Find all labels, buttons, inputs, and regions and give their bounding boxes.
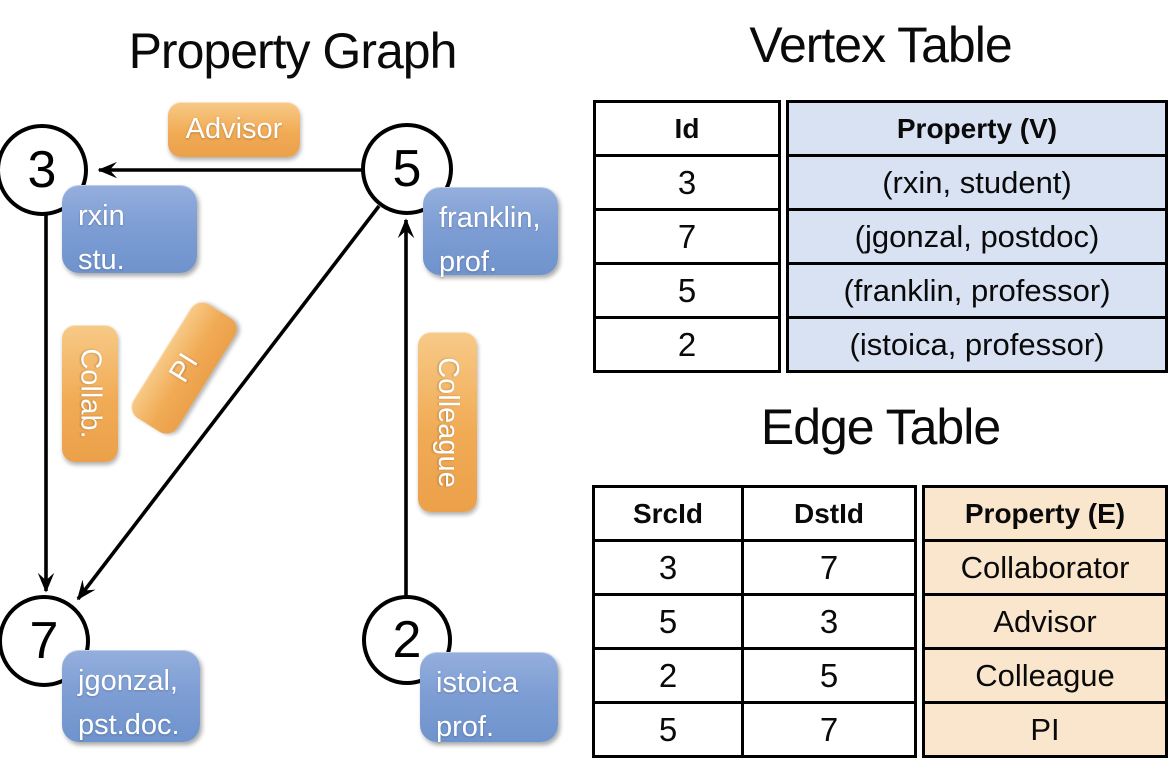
node-property-jgonzal-line1: jgonzal,	[78, 665, 178, 697]
vertex-node-2: 2	[362, 595, 452, 685]
vertex-node-7-id: 7	[29, 612, 59, 670]
table-row: 2 5	[595, 647, 914, 701]
table-row: Property (V)	[789, 103, 1165, 154]
edge-src-cell: 5	[658, 710, 678, 748]
table-row: 3 7	[595, 539, 914, 593]
table-row: SrcId DstId	[595, 488, 914, 539]
vertex-id-cell: 5	[677, 271, 697, 309]
table-row: Advisor	[925, 593, 1165, 647]
node-property-franklin-line1: franklin,	[439, 202, 541, 234]
edge-src-cell: 2	[658, 656, 678, 694]
table-row: (istoica, professor)	[789, 316, 1165, 370]
vertex-property-cell: (jgonzal, postdoc)	[854, 218, 1100, 254]
graph-edges-layer	[37, 161, 415, 601]
vertex-table-property-header: Property (V)	[896, 112, 1058, 144]
vertex-property-cell: (istoica, professor)	[849, 326, 1105, 362]
node-property-box-istoica: istoica prof.	[420, 652, 558, 743]
node-property-jgonzal-line2: pst.doc.	[78, 708, 180, 741]
edge-property-cell: Colleague	[975, 657, 1115, 693]
edge-table-property-header: Property (E)	[964, 497, 1126, 529]
table-row: (franklin, professor)	[789, 262, 1165, 316]
edge-src-cell: 5	[658, 602, 678, 640]
edge-property-cell: PI	[1030, 711, 1060, 747]
table-row: Collaborator	[925, 539, 1165, 593]
vertex-table-id-column: Id 3 7 5 2	[593, 100, 781, 373]
table-row: Colleague	[925, 647, 1165, 701]
table-row: (jgonzal, postdoc)	[789, 208, 1165, 262]
node-property-franklin-line2: prof.	[439, 245, 498, 278]
vertex-table: Id 3 7 5 2 Property (V) (rxin, student)	[593, 100, 1168, 373]
vertex-node-2-id: 2	[392, 611, 422, 669]
vertex-id-cell: 2	[677, 325, 697, 363]
node-property-box-rxin: rxin stu.	[62, 185, 197, 276]
edge-dst-cell: 7	[741, 542, 914, 593]
edge-property-cell: Advisor	[993, 603, 1097, 639]
edge-table-dstid-header: DstId	[741, 488, 914, 539]
vertex-node-3-id: 3	[27, 141, 57, 199]
table-row: PI	[925, 701, 1165, 755]
edge-label-collab-text: Collab.	[74, 348, 107, 439]
edge-pi-5-to-7	[76, 204, 381, 601]
table-row: 5	[596, 262, 778, 316]
edge-label-pi-text: PI	[162, 347, 205, 388]
vertex-id-cell: 7	[677, 217, 697, 255]
node-property-rxin-line1: rxin	[78, 200, 125, 232]
node-property-istoica-line2: prof.	[436, 710, 495, 743]
node-property-box-franklin: franklin, prof.	[423, 187, 558, 278]
edge-label-collab: Collab.	[62, 325, 118, 462]
table-row: 5 3	[595, 593, 914, 647]
table-row: 5 7	[595, 701, 914, 755]
edge-table: SrcId DstId 3 7 5 3 2 5 5 7 Property (E)	[592, 485, 1168, 758]
vertex-property-cell: (rxin, student)	[882, 164, 1072, 200]
edge-table-property-column: Property (E) Collaborator Advisor Collea…	[922, 485, 1168, 758]
table-row: 2	[596, 316, 778, 370]
vertex-table-id-header: Id	[674, 112, 700, 144]
node-property-box-jgonzal: jgonzal, pst.doc.	[62, 650, 200, 742]
property-graph-title: Property Graph	[128, 23, 458, 79]
vertex-node-5-id: 5	[392, 140, 422, 198]
edge-src-cell: 3	[658, 548, 678, 586]
table-row: Id	[596, 103, 778, 154]
edge-dst-cell: 5	[741, 650, 914, 701]
edge-property-cell: Collaborator	[960, 549, 1130, 585]
table-row: 7	[596, 208, 778, 262]
edge-label-advisor-text: Advisor	[185, 113, 283, 145]
edge-label-colleague: Colleague	[418, 332, 477, 512]
edge-table-id-columns: SrcId DstId 3 7 5 3 2 5 5 7	[592, 485, 917, 758]
edge-table-srcid-header: SrcId	[632, 497, 704, 529]
vertex-property-cell: (franklin, professor)	[843, 272, 1111, 308]
table-row: 3	[596, 154, 778, 208]
table-row: (rxin, student)	[789, 154, 1165, 208]
node-property-rxin-line2: stu.	[78, 243, 125, 276]
edge-dst-cell: 7	[741, 704, 914, 755]
node-property-istoica-line1: istoica	[436, 667, 519, 699]
table-row: Property (E)	[925, 488, 1165, 539]
vertex-id-cell: 3	[677, 163, 697, 201]
vertex-table-title: Vertex Table	[749, 17, 1012, 73]
edge-label-colleague-text: Colleague	[432, 356, 465, 488]
edge-table-title: Edge Table	[760, 399, 1001, 455]
edge-label-advisor: Advisor	[168, 102, 300, 157]
vertex-table-property-column: Property (V) (rxin, student) (jgonzal, p…	[786, 100, 1168, 373]
edge-dst-cell: 3	[741, 596, 914, 647]
property-graph-panel: Property Graph 3 5 7 2 Advisor	[0, 23, 558, 743]
